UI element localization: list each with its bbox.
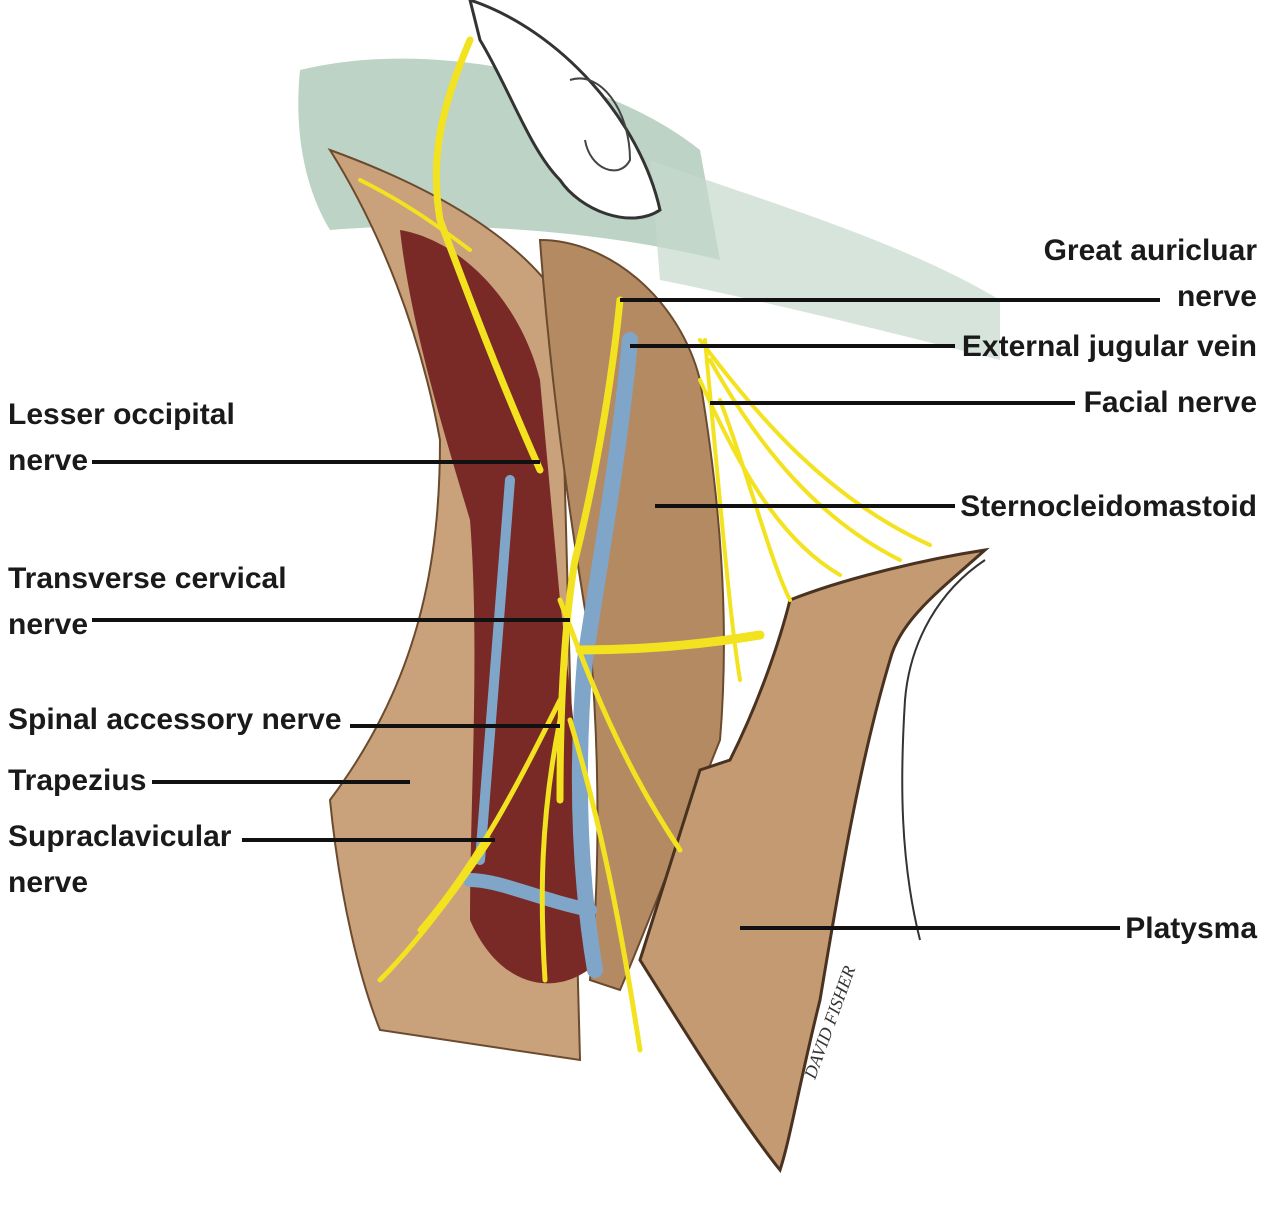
label-supraclavicular-nerve: Supraclavicular nerve: [8, 820, 232, 899]
ear: [468, 0, 662, 220]
label-facial-nerve: Facial nerve: [1083, 386, 1257, 419]
jaw-outline: [901, 559, 986, 941]
nerve-group: [358, 36, 932, 1053]
background-tint-right: [650, 160, 1000, 360]
label-lesser-occipital-nerve: Lesser occipital nerve: [8, 398, 235, 477]
facial-nerve-branches: [698, 338, 932, 682]
label-trapezius: Trapezius: [8, 764, 147, 797]
vein-branch: [463, 873, 597, 917]
label-sternocleidomastoid: Sternocleidomastoid: [960, 490, 1257, 523]
leader-lines: [92, 298, 1160, 930]
label-great-auricular-nerve: Great auricluar nerve: [1043, 234, 1257, 313]
label-external-jugular-vein: External jugular vein: [961, 330, 1257, 363]
ear-inner: [569, 77, 632, 172]
label-platysma: Platysma: [1125, 912, 1257, 945]
transverse-cervical-nerve: [575, 630, 765, 655]
label-transverse-cervical-nerve: Transverse cervical nerve: [8, 562, 287, 641]
lesser-occipital-nerve: [432, 36, 544, 474]
vein-branch-posterior: [475, 475, 515, 865]
great-auricular-nerve: [556, 296, 624, 804]
supraclavicular-nerve: [377, 697, 643, 1053]
lesser-occipital-branch: [358, 178, 472, 252]
label-spinal-accessory-nerve: Spinal accessory nerve: [8, 703, 342, 736]
spinal-accessory-nerve: [557, 597, 683, 853]
